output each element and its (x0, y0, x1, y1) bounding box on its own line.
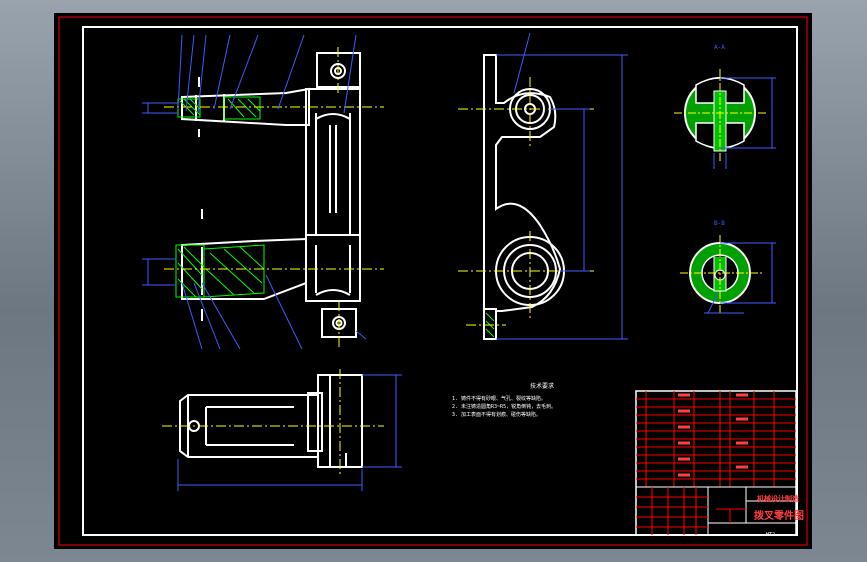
notes-line: 2. 未注铸造圆角R3~R5，锐角倒钝，去毛刺。 (452, 404, 557, 410)
section-a-a: A-A (674, 44, 776, 169)
top-dimensions (177, 374, 402, 491)
notes-title: 技术要求 (529, 383, 554, 390)
technical-requirements: 技术要求 1. 铸件不得有砂眼、气孔、裂纹等缺陷。 2. 未注铸造圆角R3~R5… (452, 383, 632, 419)
leader-lines (142, 34, 367, 350)
title-block-code: HT2 (766, 532, 776, 538)
cut-lines (198, 77, 203, 321)
cad-viewport[interactable]: A-A B-B (54, 13, 812, 549)
title-block-school: 机械设计制造 (757, 495, 799, 503)
section-b-b: B-B (680, 220, 776, 314)
sheet-border (58, 16, 808, 546)
section-label-b: B-B (714, 220, 725, 227)
engineering-drawing: A-A B-B (58, 16, 808, 546)
title-block-drawing-name: 拨叉零件图 (754, 511, 804, 522)
centerlines-front (164, 47, 384, 347)
notes-line: 1. 铸件不得有砂眼、气孔、裂纹等缺陷。 (452, 396, 547, 402)
centerlines-top (162, 369, 384, 475)
section-label-a: A-A (714, 44, 725, 51)
side-dimensions (496, 32, 628, 340)
notes-line: 3. 加工表面不得有划痕、碰伤等缺陷。 (452, 412, 542, 418)
hatch-areas-front (175, 96, 265, 298)
top-view (179, 374, 363, 468)
title-block (635, 390, 797, 536)
side-view (483, 54, 565, 340)
drawing-frame (82, 26, 798, 536)
